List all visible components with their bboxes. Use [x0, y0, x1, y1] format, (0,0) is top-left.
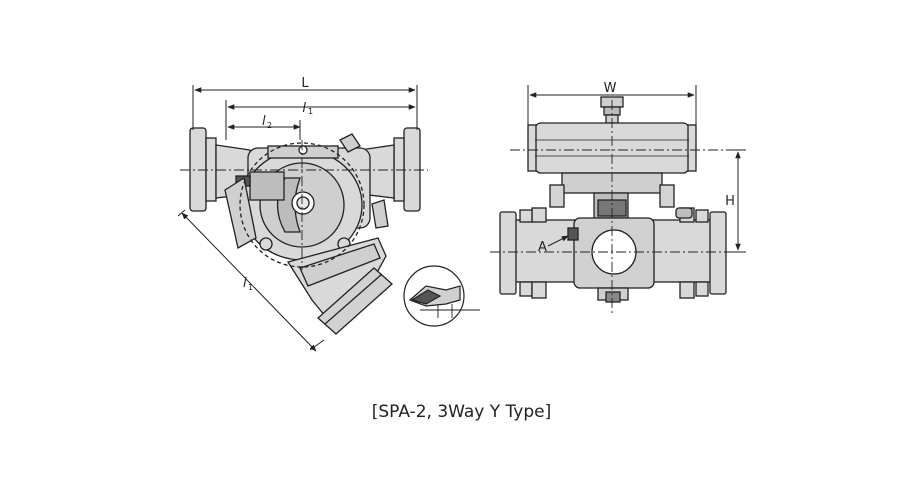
dim-label-l1-diagonal-sub: 1 [248, 283, 253, 292]
dimension-lines-left [177, 85, 418, 352]
right-flange [403, 127, 421, 212]
pneumatic-actuator [534, 122, 690, 174]
dim-label-H: H [725, 194, 735, 209]
dim-label-l2: l [262, 114, 266, 129]
dimension-lines-right [527, 85, 746, 253]
dim-label-L: L [301, 76, 309, 91]
dim-label-l1: l [302, 101, 306, 116]
dim-label-l1-sub: 1 [308, 107, 313, 116]
dim-label-W: W [604, 81, 617, 96]
dim-label-l2-sub: 2 [267, 121, 272, 130]
y-valve-front-view [180, 127, 428, 335]
figure-caption: [SPA-2, 3Way Y Type] [371, 402, 552, 422]
diagonal-flange [317, 267, 393, 335]
dim-label-l1-diagonal: l [243, 276, 247, 291]
left-flange [189, 127, 207, 212]
bolt [259, 237, 273, 251]
dim-label-A: A [538, 240, 547, 255]
actuator-side-view [490, 96, 745, 316]
weld-detail [403, 265, 480, 327]
